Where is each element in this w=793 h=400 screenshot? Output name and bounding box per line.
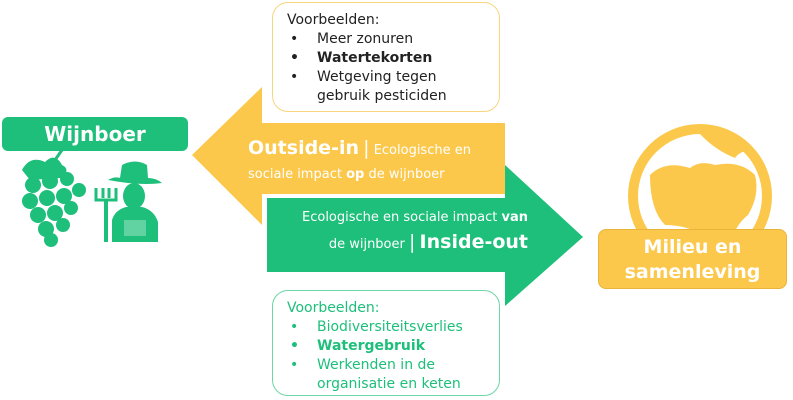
- example-item: Werkenden in de organisatie en keten: [287, 356, 485, 394]
- example-item: Biodiversiteitsverlies: [287, 318, 485, 337]
- text: Ecologische en sociale impact: [302, 210, 498, 225]
- example-item: Watergebruik: [287, 337, 485, 356]
- label-line: samenleving: [624, 261, 761, 283]
- inside-out-arrow: [267, 165, 583, 306]
- text: Ecologische en: [373, 143, 471, 158]
- milieu-samenleving-label: Milieu en samenleving: [598, 229, 787, 289]
- outside-in-arrow: [192, 87, 505, 225]
- text: sociale impact: [248, 167, 342, 182]
- grapes-icon: [22, 149, 86, 247]
- label-line: Milieu en: [643, 236, 742, 258]
- wijnboer-label: Wijnboer: [2, 117, 188, 151]
- example-item: Watertekorten: [287, 49, 485, 68]
- example-item: Wetgeving tegen gebruik pesticiden: [287, 68, 485, 106]
- bold-text: van: [501, 210, 528, 225]
- inside-out-title: Inside-out: [419, 231, 528, 253]
- inside-out-text: Ecologische en sociale impact van de wij…: [270, 206, 528, 257]
- examples-title: Voorbeelden:: [287, 300, 380, 316]
- outside-in-title: Outside-in: [248, 137, 359, 159]
- examples-box-inside-out: Voorbeelden: Biodiversiteitsverlies Wate…: [272, 290, 500, 396]
- farmer-icon: [94, 161, 162, 242]
- outside-in-text: Outside-in | Ecologische en sociale impa…: [248, 136, 508, 187]
- text: de wijnboer: [328, 237, 405, 252]
- bold-text: op: [346, 167, 365, 182]
- separator: |: [363, 137, 370, 159]
- examples-title: Voorbeelden:: [287, 12, 380, 28]
- examples-box-outside-in: Voorbeelden: Meer zonuren Watertekorten …: [272, 2, 500, 112]
- separator: |: [409, 231, 416, 253]
- example-item: Meer zonuren: [287, 30, 485, 49]
- text: de wijnboer: [368, 167, 445, 182]
